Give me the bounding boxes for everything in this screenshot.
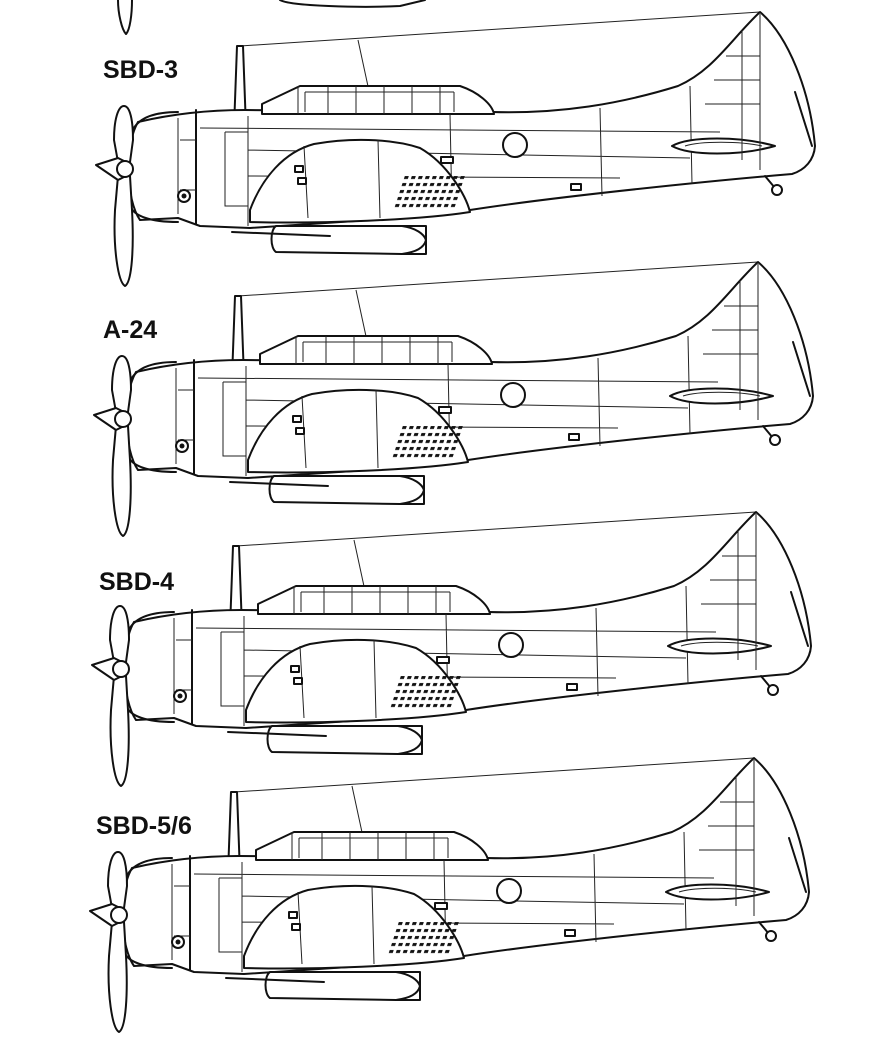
aircraft-profile-sbd-3 <box>95 11 816 287</box>
variant-label-sbd-4: SBD-4 <box>99 568 174 596</box>
partial-aircraft-top <box>117 0 426 35</box>
variant-label-a-24: A-24 <box>103 316 157 344</box>
variant-label-sbd-3: SBD-3 <box>103 56 178 84</box>
variant-label-sbd-5-6: SBD-5/6 <box>96 812 192 840</box>
aircraft-profile-a-24 <box>93 261 814 537</box>
aircraft-profile-sbd-4 <box>91 511 812 787</box>
aircraft-profile-sbd-5-6 <box>89 757 810 1033</box>
